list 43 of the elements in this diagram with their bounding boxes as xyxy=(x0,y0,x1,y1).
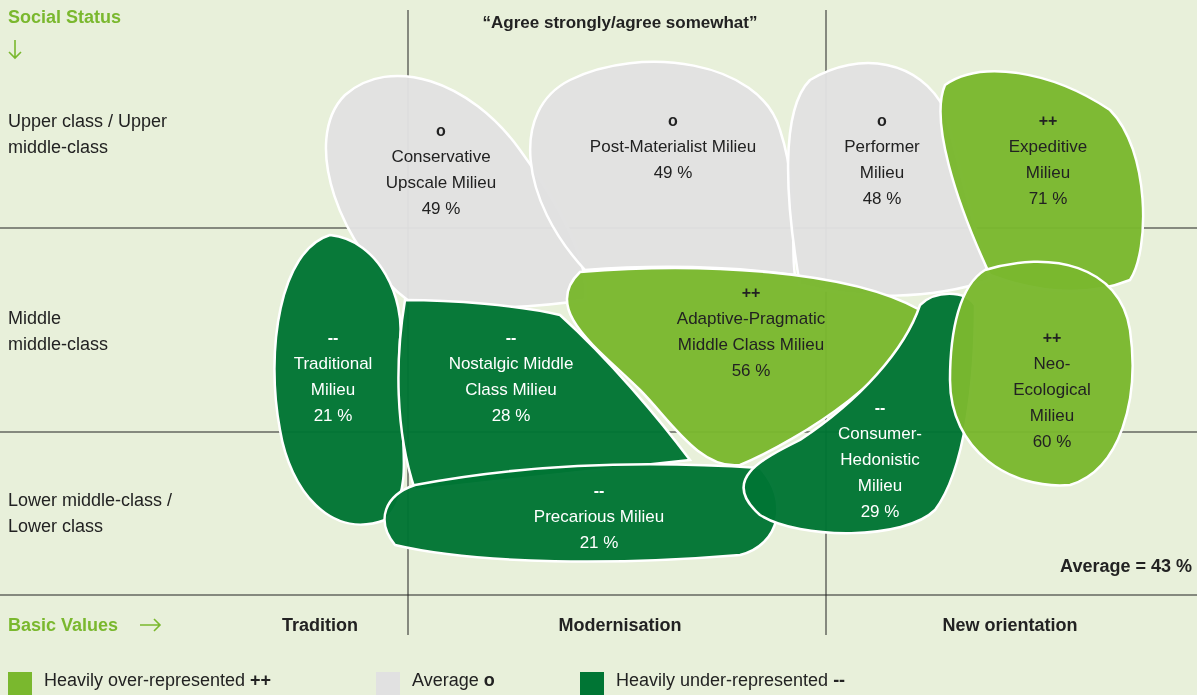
percentage: 48 % xyxy=(861,188,903,210)
rating-mark: -- xyxy=(873,398,887,418)
milieu-name: Precarious Milieu xyxy=(532,506,666,528)
milieu-name: Conservative Upscale Milieu xyxy=(384,146,498,194)
percentage: 71 % xyxy=(1027,188,1069,210)
milieu-name: Adaptive-Pragmatic Middle Class Milieu xyxy=(675,308,827,356)
legend-label: Average o xyxy=(412,670,495,691)
percentage: 21 % xyxy=(578,532,620,554)
axis-title: Social Status xyxy=(8,6,123,29)
rating-mark: ++ xyxy=(1037,111,1059,131)
rating-mark: -- xyxy=(326,328,340,348)
milieu-name: Neo-Ecological Milieu xyxy=(1012,353,1092,427)
row-label: Middle middle-class xyxy=(8,307,110,356)
milieu-name: Nostalgic Middle Class Milieu xyxy=(447,353,575,401)
axis-title: Basic Values xyxy=(8,614,120,637)
rating-mark: -- xyxy=(592,481,606,501)
column-label: Modernisation xyxy=(557,614,683,637)
percentage: 49 % xyxy=(420,198,462,220)
row-label: Upper class / Upper middle-class xyxy=(8,110,169,159)
milieu-name: Traditional Milieu xyxy=(292,353,374,401)
average-note: Average = 43 % xyxy=(1059,555,1192,578)
rating-mark: -- xyxy=(504,328,518,348)
rating-mark: o xyxy=(667,111,679,131)
milieu-name: Performer Milieu xyxy=(843,136,921,184)
column-label: New orientation xyxy=(941,614,1079,637)
percentage: 21 % xyxy=(312,405,354,427)
legend-label: Heavily over-represented ++ xyxy=(44,670,272,691)
percentage: 29 % xyxy=(859,501,901,523)
milieu-name: Expeditive Milieu xyxy=(1007,136,1089,184)
percentage: 49 % xyxy=(652,162,694,184)
column-label: Tradition xyxy=(281,614,359,637)
rating-mark: o xyxy=(435,121,447,141)
percentage: 56 % xyxy=(730,360,772,382)
milieu-name: Consumer-Hedonistic Milieu xyxy=(836,423,924,497)
rating-mark: ++ xyxy=(740,283,762,303)
percentage: 28 % xyxy=(490,405,532,427)
row-label: Lower middle-class / Lower class xyxy=(8,489,174,538)
percentage: 60 % xyxy=(1031,431,1073,453)
legend-label: Heavily under-represented -- xyxy=(616,670,846,691)
rating-mark: o xyxy=(876,111,888,131)
question-caption: “Agree strongly/agree somewhat” xyxy=(481,12,759,34)
milieu-name: Post-Materialist Milieu xyxy=(588,136,758,158)
rating-mark: ++ xyxy=(1041,328,1063,348)
